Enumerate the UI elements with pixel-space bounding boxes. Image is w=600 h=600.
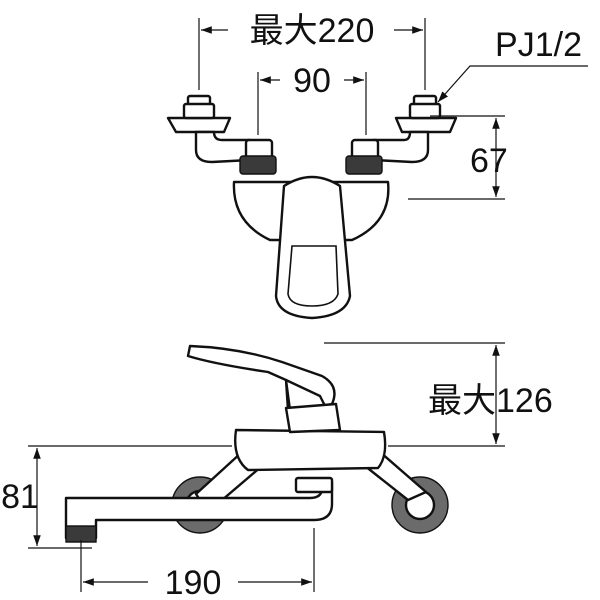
side-dimensions: 最大126 81 190 [1,342,553,600]
left-connector [166,94,277,175]
lever-handle-top [274,175,352,320]
right-connector [345,94,458,175]
spout-reach-label: 190 [165,564,222,600]
faucet-body-side [234,428,387,472]
center-spacing-label: 90 [293,62,331,100]
spout [64,480,334,540]
side-view [64,344,449,543]
top-view [166,94,458,320]
top-dimensions: 最大220 90 PJ1/2 67 [198,12,588,200]
max-height-label: 最大126 [428,382,553,420]
top-height-label: 67 [470,142,508,180]
max-width-label: 最大220 [250,12,375,50]
pipe-thread-label: PJ1/2 [495,26,582,64]
spout-height-label: 81 [1,478,39,516]
